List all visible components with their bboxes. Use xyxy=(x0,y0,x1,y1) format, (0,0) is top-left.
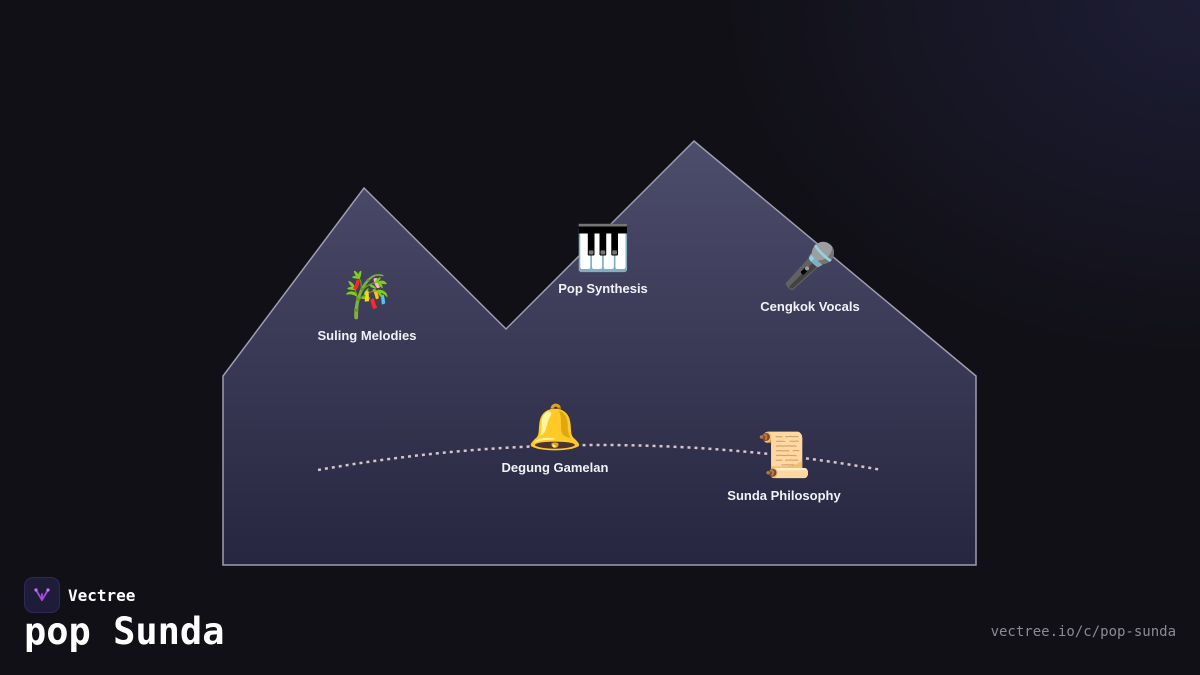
bamboo-icon: 🎋 xyxy=(339,270,395,321)
bell-icon: 🔔 xyxy=(527,402,583,453)
piano-keys-icon: 🎹 xyxy=(575,223,631,274)
connecting-path xyxy=(317,443,883,472)
node-label: Degung Gamelan xyxy=(501,460,609,475)
node-sunda-philosophy[interactable]: 📜 Sunda Philosophy xyxy=(727,430,840,503)
vectree-logo-icon xyxy=(24,577,60,613)
node-pop-synthesis[interactable]: 🎹 Pop Synthesis xyxy=(558,223,648,296)
node-label: Suling Melodies xyxy=(317,328,417,343)
brand-name: Vectree xyxy=(68,585,136,605)
brand[interactable]: Vectree xyxy=(24,577,135,613)
page-title: pop Sunda xyxy=(24,610,225,653)
page-url[interactable]: vectree.io/c/pop-sunda xyxy=(990,624,1176,640)
mountain-shape xyxy=(222,139,977,566)
scroll-icon: 📜 xyxy=(756,430,812,481)
node-suling-melodies[interactable]: 🎋 Suling Melodies xyxy=(318,270,417,343)
node-degung-gamelan[interactable]: 🔔 Degung Gamelan xyxy=(502,402,609,475)
node-cengkok-vocals[interactable]: 🎤 Cengkok Vocals xyxy=(760,241,859,314)
microphone-icon: 🎤 xyxy=(782,241,838,292)
node-label: Pop Synthesis xyxy=(558,281,648,296)
node-label: Cengkok Vocals xyxy=(760,299,860,314)
node-label: Sunda Philosophy xyxy=(727,488,841,503)
